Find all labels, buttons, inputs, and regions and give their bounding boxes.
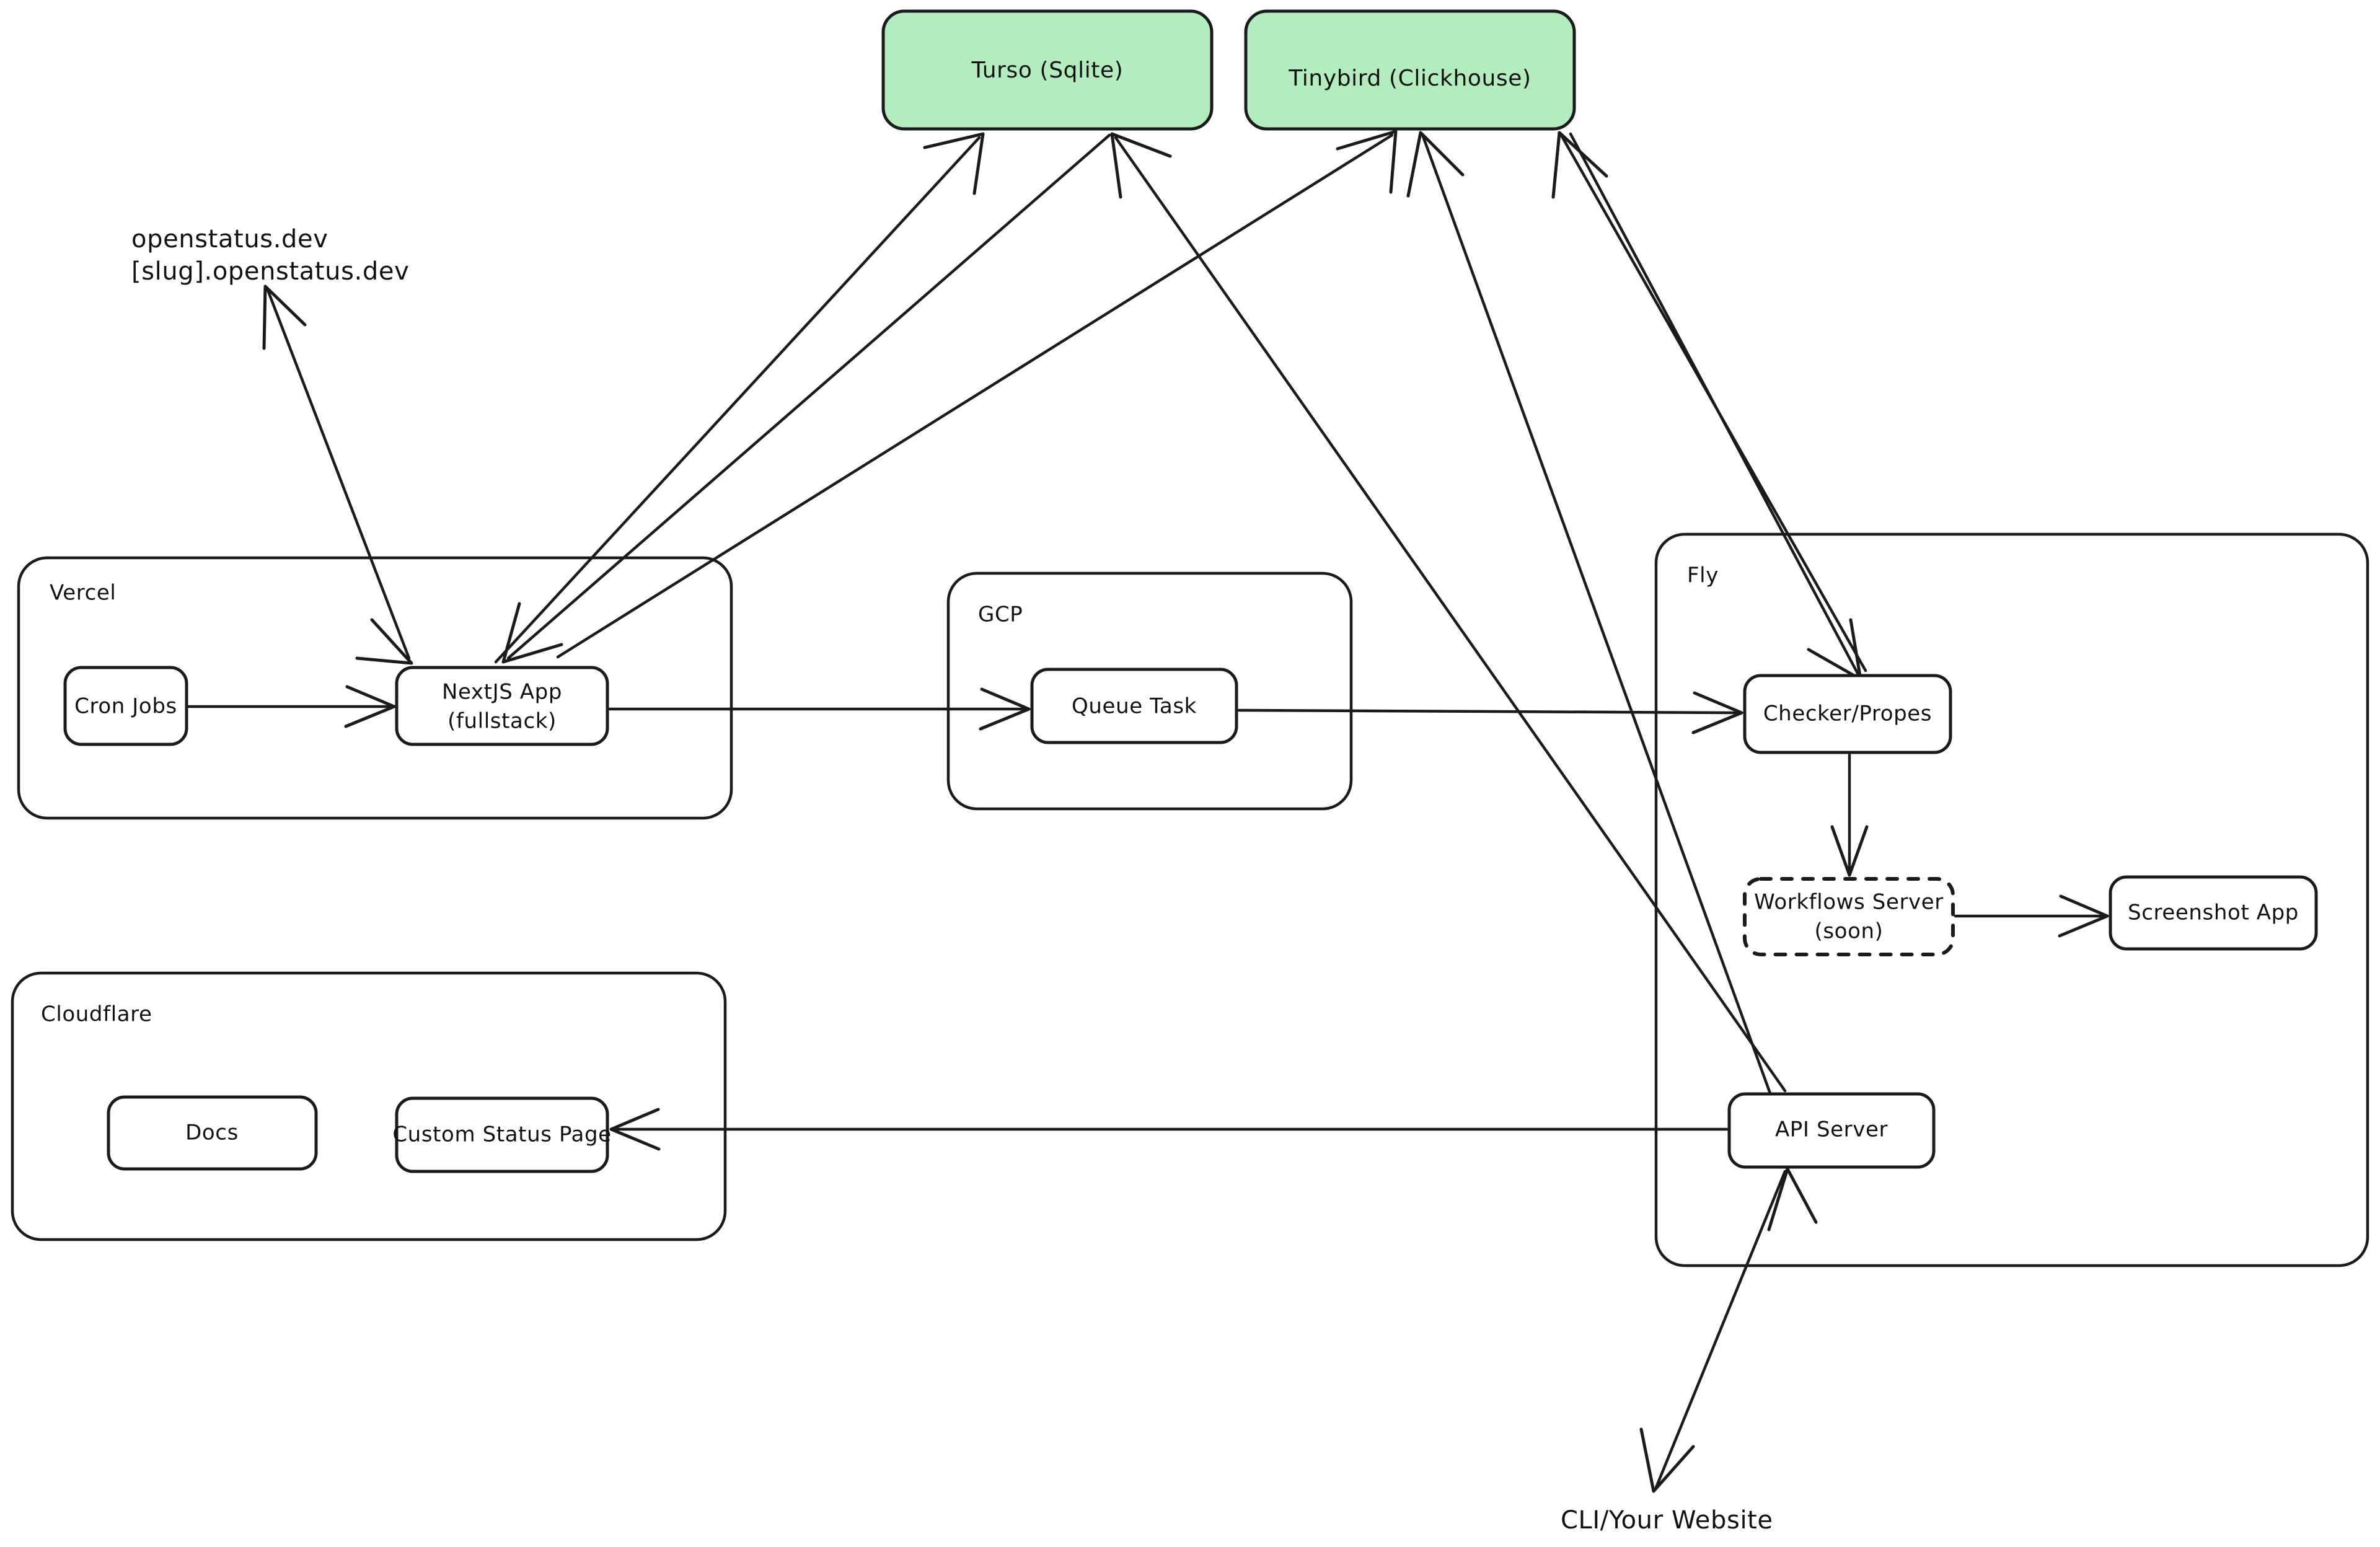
- node-workflows-server[interactable]: Workflows Server (soon): [1743, 877, 1955, 956]
- edge-turso-to-nextjs: [501, 133, 1111, 664]
- node-workflows-server-label-line1: Workflows Server: [1754, 890, 1944, 915]
- node-screenshot-app-box[interactable]: [2109, 875, 2318, 951]
- node-nextjs-app-label-line2: (fullstack): [447, 709, 557, 734]
- edge-tinybird-to-api: [1569, 132, 1862, 681]
- edge-workflows-to-screenshot: [1954, 894, 2109, 938]
- node-cron-jobs[interactable]: Cron Jobs: [63, 666, 188, 746]
- edge-api-to-tinybird: [1406, 131, 1772, 1095]
- node-tinybird-box[interactable]: [1244, 9, 1576, 131]
- group-gcp-outline: [946, 571, 1353, 811]
- label-openstatus-domains: openstatus.dev [slug].openstatus.dev: [131, 225, 409, 286]
- edge-api-to-turso: [1110, 132, 1787, 1093]
- edge-queue-to-checker: [1237, 691, 1743, 734]
- node-custom-status-page-box[interactable]: [395, 1096, 609, 1173]
- edge-nextjs-to-tinybird: [556, 130, 1398, 659]
- node-tinybird-label: Tinybird (Clickhouse): [1288, 66, 1531, 91]
- node-checker-probes-box[interactable]: [1743, 674, 1952, 754]
- group-container-gcp: GCP: [946, 571, 1353, 811]
- node-queue-task[interactable]: Queue Task: [1030, 668, 1238, 744]
- node-api-server-box[interactable]: [1727, 1092, 1936, 1169]
- edge-cli-to-api: [1639, 1167, 1818, 1493]
- group-label-fly: Fly: [1687, 563, 1719, 588]
- node-checker-probes[interactable]: Checker/Propes: [1743, 674, 1952, 754]
- edge-api-to-statuspage: [609, 1108, 1729, 1151]
- group-fly-outline: [1654, 532, 2369, 1267]
- node-custom-status-page[interactable]: Custom Status Page: [392, 1096, 611, 1173]
- node-cron-jobs-box[interactable]: [63, 666, 188, 746]
- group-vercel-outline: [17, 556, 733, 820]
- openstatus-domain-line1: openstatus.dev: [131, 225, 328, 253]
- group-label-vercel: Vercel: [50, 581, 116, 606]
- cli-your-website-label: CLI/Your Website: [1561, 1506, 1773, 1535]
- node-api-server-label: API Server: [1775, 1117, 1888, 1142]
- node-nextjs-app-box[interactable]: [395, 666, 609, 746]
- group-container-fly: Fly: [1654, 532, 2369, 1267]
- node-turso-label: Turso (Sqlite): [971, 58, 1124, 83]
- openstatus-domain-line2: [slug].openstatus.dev: [131, 257, 409, 286]
- node-screenshot-app[interactable]: Screenshot App: [2109, 875, 2318, 951]
- group-container-cloudflare: Cloudflare: [11, 971, 727, 1241]
- node-queue-task-box[interactable]: [1030, 668, 1238, 744]
- node-docs-label: Docs: [185, 1121, 239, 1145]
- group-cloudflare-outline: [11, 971, 727, 1241]
- node-checker-probes-label: Checker/Propes: [1763, 702, 1932, 726]
- node-nextjs-app[interactable]: NextJS App (fullstack): [395, 666, 609, 746]
- node-queue-task-label: Queue Task: [1072, 694, 1197, 719]
- group-label-gcp: GCP: [978, 602, 1023, 627]
- node-docs-box[interactable]: [107, 1095, 318, 1171]
- group-label-cloudflare: Cloudflare: [41, 1002, 152, 1027]
- node-api-server[interactable]: API Server: [1727, 1092, 1936, 1169]
- node-turso-box[interactable]: [881, 9, 1214, 131]
- edge-checker-to-workflows: [1830, 753, 1869, 877]
- node-cron-jobs-label: Cron Jobs: [74, 694, 177, 719]
- node-workflows-server-box[interactable]: [1743, 877, 1955, 956]
- node-turso[interactable]: Turso (Sqlite): [881, 9, 1214, 131]
- node-workflows-server-label-line2: (soon): [1815, 919, 1884, 944]
- node-nextjs-app-label-line1: NextJS App: [442, 680, 562, 705]
- edge-nextjs-to-turso: [494, 132, 985, 664]
- node-docs[interactable]: Docs: [107, 1095, 318, 1171]
- group-container-vercel: Vercel: [17, 556, 733, 820]
- node-tinybird[interactable]: Tinybird (Clickhouse): [1244, 9, 1576, 131]
- edge-cron-to-nextjs: [187, 685, 396, 728]
- label-cli-your-website: CLI/Your Website: [1561, 1506, 1773, 1535]
- edge-nextjs-to-queue: [608, 687, 1031, 731]
- node-custom-status-page-label: Custom Status Page: [392, 1122, 611, 1147]
- edge-checker-to-tinybird: [1551, 131, 1867, 672]
- node-screenshot-app-label: Screenshot App: [2128, 901, 2299, 925]
- edge-nextjs-to-domains: [262, 284, 413, 665]
